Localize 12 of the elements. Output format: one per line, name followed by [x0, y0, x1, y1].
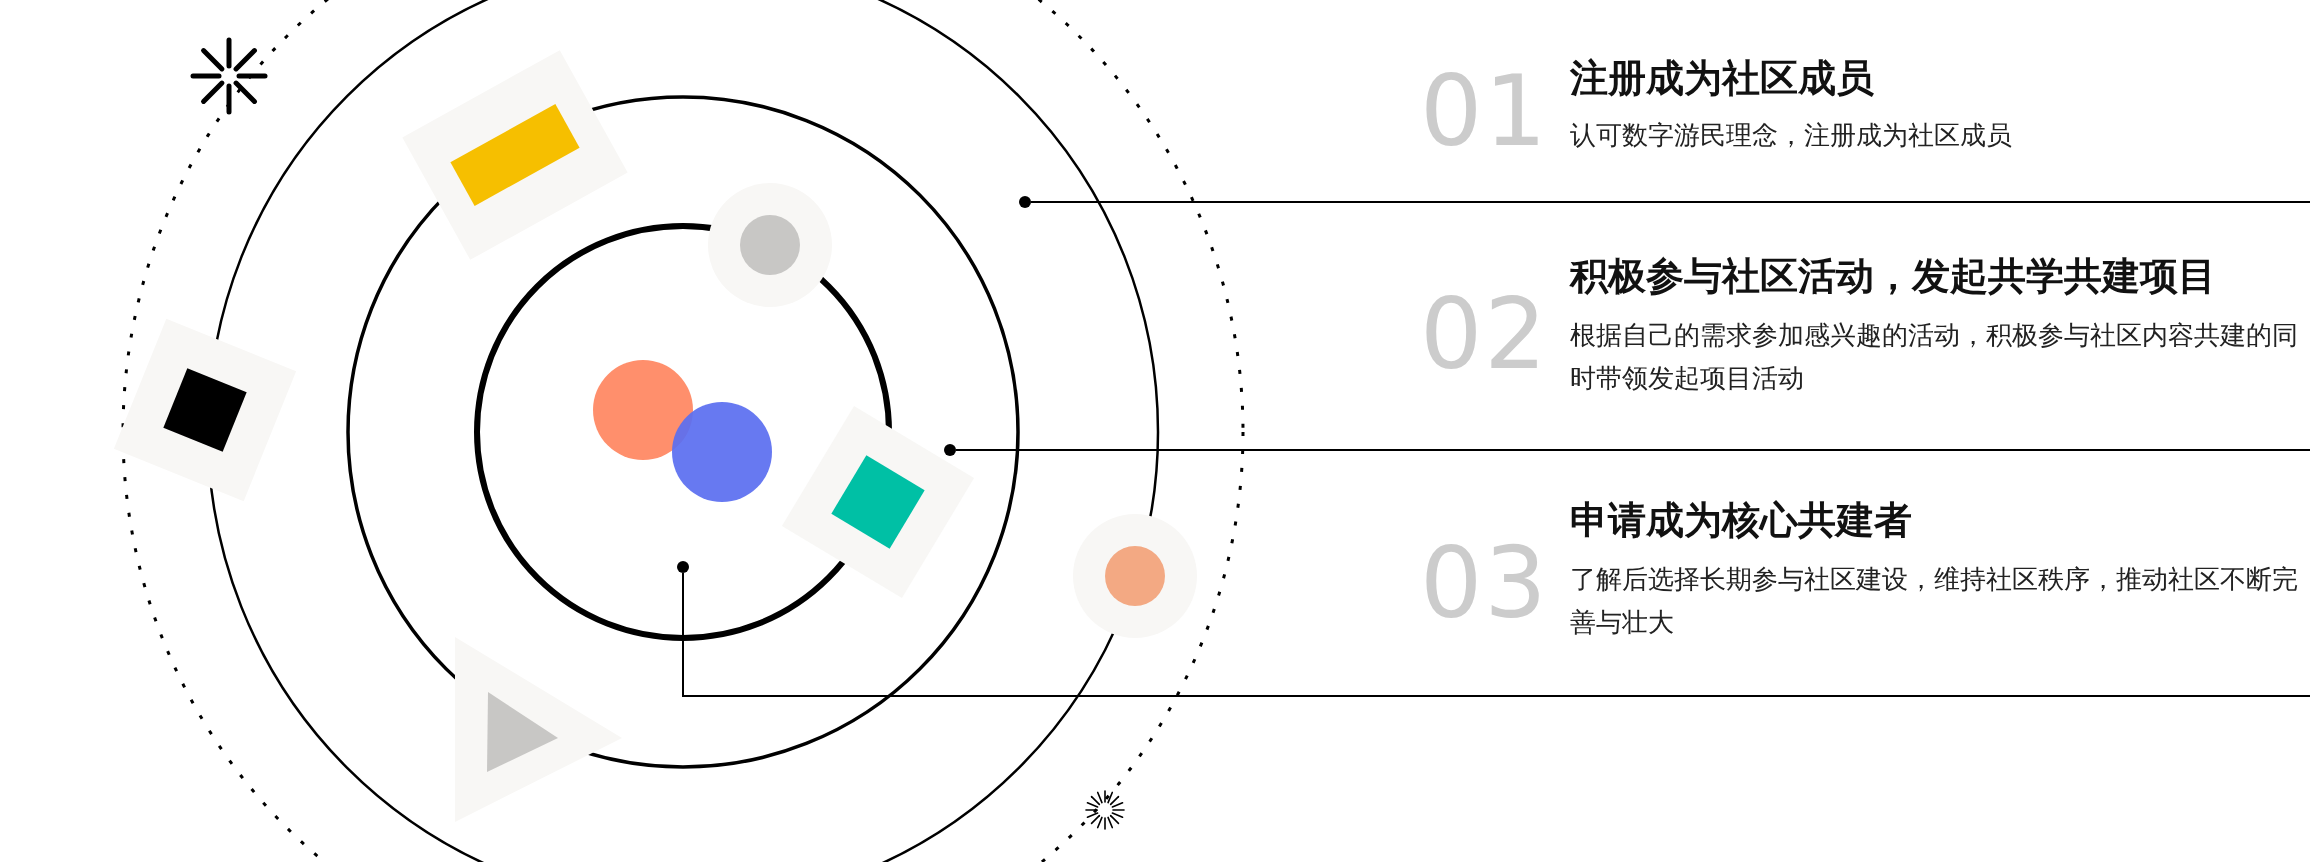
step-heading: 积极参与社区活动，发起共学共建项目 — [1570, 254, 2216, 299]
anchor-dot — [944, 444, 956, 456]
anchor-dot — [677, 561, 689, 573]
anchor-dot — [1019, 196, 1031, 208]
leader-line — [1030, 201, 1421, 203]
step-description: 认可数字游民理念，注册成为社区成员 — [1570, 119, 2013, 152]
leader-line — [955, 449, 1421, 451]
leader-line — [682, 572, 1421, 697]
step-heading: 注册成为社区成员 — [1570, 56, 1874, 101]
step-heading: 申请成为核心共建者 — [1570, 498, 1912, 543]
step-description: 了解后选择长期参与社区建设，维持社区秩序，推动社区不断完善与壮大 — [1570, 563, 2299, 639]
step-description: 根据自己的需求参加感兴趣的活动，积极参与社区内容共建的同时带领发起项目活动 — [1570, 319, 2299, 395]
